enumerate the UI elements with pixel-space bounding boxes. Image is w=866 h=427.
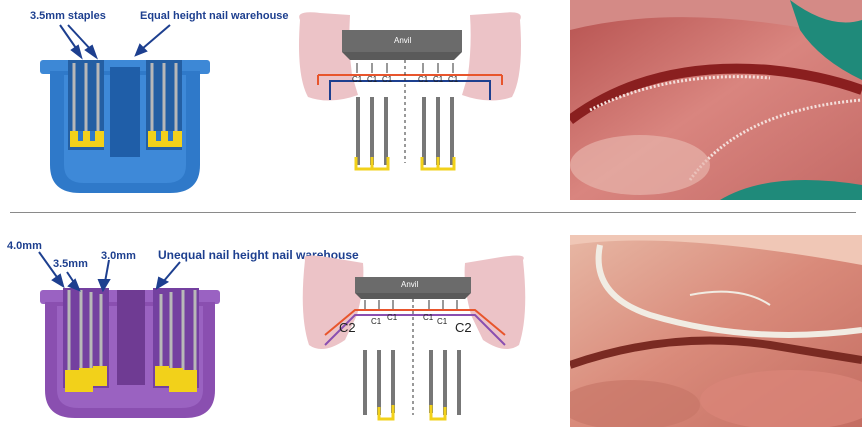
gap-label-b3: C1 bbox=[387, 313, 397, 322]
unequal-height-tissue-photo-illustration bbox=[570, 235, 862, 427]
warehouse-label: Equal height nail warehouse bbox=[140, 10, 289, 22]
equal-height-cross-section-illustration bbox=[290, 5, 530, 205]
equal-height-cross-section: Anvil C1 C1 C1 C1 C1 C1 bbox=[290, 5, 530, 205]
gap-label-1: C1 bbox=[352, 75, 362, 84]
gap-label-2: C1 bbox=[367, 75, 377, 84]
anvil-label: Anvil bbox=[394, 36, 411, 45]
anvil-label-bottom: Anvil bbox=[401, 280, 418, 289]
height-label-3mm: 3.0mm bbox=[101, 250, 136, 262]
gap-label-b2: C1 bbox=[371, 317, 381, 326]
row-divider bbox=[10, 212, 856, 213]
unequal-height-cross-section: Anvil C2 C1 C1 C1 C1 C2 bbox=[295, 255, 535, 425]
equal-height-cartridge-illustration bbox=[20, 5, 270, 205]
height-label-3-5mm: 3.5mm bbox=[53, 258, 88, 270]
equal-height-cartridge: 3.5mm staples Equal height nail warehous… bbox=[20, 5, 270, 205]
equal-height-tissue-photo-illustration bbox=[570, 0, 862, 200]
gap-label-b4: C1 bbox=[423, 313, 433, 322]
gap-label-b1: C2 bbox=[339, 320, 356, 335]
gap-label-4: C1 bbox=[418, 75, 428, 84]
gap-label-5: C1 bbox=[433, 75, 443, 84]
height-label-4mm: 4.0mm bbox=[7, 240, 42, 252]
staples-label: 3.5mm staples bbox=[30, 10, 106, 22]
gap-label-3: C1 bbox=[382, 75, 392, 84]
equal-height-tissue-photo bbox=[570, 0, 862, 200]
unequal-height-tissue-photo bbox=[570, 235, 862, 427]
gap-label-b6: C2 bbox=[455, 320, 472, 335]
gap-label-6: C1 bbox=[448, 75, 458, 84]
gap-label-b5: C1 bbox=[437, 317, 447, 326]
